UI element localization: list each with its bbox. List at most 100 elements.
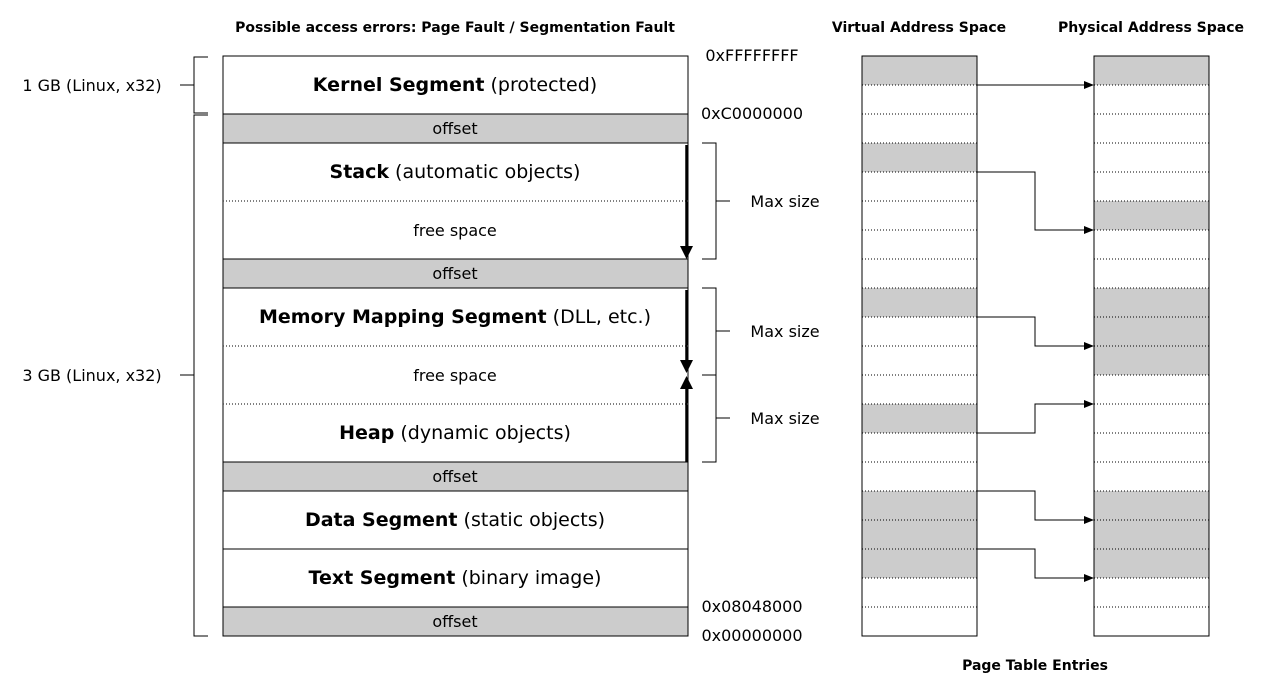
address-top: 0xFFFFFFFF bbox=[705, 46, 798, 65]
heap-growth-arrowhead bbox=[680, 376, 693, 389]
virtual-page-cell bbox=[862, 520, 977, 549]
page-mapping-arrowhead bbox=[1084, 226, 1094, 234]
mmap-max-size-label: Max size bbox=[750, 322, 819, 341]
page-mapping-line bbox=[977, 490, 1086, 521]
max-size-brackets: Max size Max size Max size bbox=[702, 142, 820, 463]
offset-label-kernel: offset bbox=[432, 119, 477, 138]
virtual-page-cell bbox=[862, 462, 977, 491]
data-segment-block bbox=[222, 490, 689, 550]
physical-page-cell bbox=[1094, 114, 1209, 143]
virtual-page-cell bbox=[862, 578, 977, 607]
page-table-entries-caption: Page Table Entries bbox=[962, 658, 1108, 674]
address-labels: 0xFFFFFFFF 0xC0000000 0x08048000 0x00000… bbox=[701, 46, 803, 645]
virtual-page-cell bbox=[862, 607, 977, 636]
kernel-segment-block bbox=[222, 55, 689, 115]
offset-block-kernel bbox=[222, 113, 689, 144]
physical-page-cell bbox=[1094, 462, 1209, 491]
free-space-label-lower: free space bbox=[413, 366, 497, 385]
physical-page-cell bbox=[1094, 172, 1209, 201]
page-mapping-arrowhead bbox=[1084, 516, 1094, 524]
stack-growth-arrowhead bbox=[680, 246, 693, 259]
page-mapping-arrows bbox=[977, 81, 1094, 582]
offset-label-stack: offset bbox=[432, 264, 477, 283]
virtual-page-cell bbox=[862, 288, 977, 317]
physical-page-cell bbox=[1094, 85, 1209, 114]
offset-block-text bbox=[222, 606, 689, 637]
virtual-page-cell bbox=[862, 143, 977, 172]
virtual-page-cell bbox=[862, 85, 977, 114]
offset-block-heap bbox=[222, 461, 689, 492]
physical-page-cell bbox=[1094, 201, 1209, 230]
kernel-size-bracket bbox=[193, 56, 208, 114]
heap-block bbox=[222, 403, 689, 463]
user-size-bracket bbox=[193, 114, 208, 637]
left-brackets: 1 GB (Linux, x32) 3 GB (Linux, x32) bbox=[22, 56, 208, 637]
virtual-page-cell bbox=[862, 491, 977, 520]
free-space-block-upper bbox=[222, 200, 689, 260]
physical-page-cell bbox=[1094, 56, 1209, 85]
access-errors-title: Possible access errors: Page Fault / Seg… bbox=[235, 20, 675, 36]
mmap-max-size-bracket bbox=[702, 287, 717, 376]
physical-page-cell bbox=[1094, 433, 1209, 462]
kernel-size-label: 1 GB (Linux, x32) bbox=[22, 76, 161, 95]
text-segment-block bbox=[222, 548, 689, 608]
heap-max-size-label: Max size bbox=[750, 409, 819, 428]
physical-page-cell bbox=[1094, 375, 1209, 404]
physical-page-cell bbox=[1094, 288, 1209, 317]
page-mapping-arrowhead bbox=[1084, 342, 1094, 350]
offset-label-heap: offset bbox=[432, 467, 477, 486]
page-mapping-arrowhead bbox=[1084, 574, 1094, 582]
virtual-page-cell bbox=[862, 259, 977, 288]
growth-arrows bbox=[680, 145, 693, 462]
virtual-page-cell bbox=[862, 114, 977, 143]
stack-max-size-bracket bbox=[702, 142, 717, 260]
free-space-label-upper: free space bbox=[413, 221, 497, 240]
physical-page-cell bbox=[1094, 549, 1209, 578]
physical-page-cell bbox=[1094, 491, 1209, 520]
physical-address-space-title: Physical Address Space bbox=[1058, 20, 1244, 36]
address-bottom: 0x00000000 bbox=[701, 626, 802, 645]
virtual-column-border bbox=[861, 55, 978, 637]
physical-address-column bbox=[1093, 55, 1210, 637]
heap-label: Heap (dynamic objects) bbox=[339, 422, 571, 444]
virtual-page-cell bbox=[862, 317, 977, 346]
mmap-growth-arrowhead bbox=[680, 360, 693, 373]
virtual-page-cell bbox=[862, 56, 977, 85]
virtual-page-cell bbox=[862, 375, 977, 404]
kernel-segment-label: Kernel Segment (protected) bbox=[313, 74, 597, 96]
page-mapping-arrowhead bbox=[1084, 400, 1094, 408]
address-text-start: 0x08048000 bbox=[701, 597, 802, 616]
virtual-page-cell bbox=[862, 230, 977, 259]
page-mapping-line bbox=[977, 316, 1086, 347]
physical-page-cell bbox=[1094, 317, 1209, 346]
virtual-page-cell bbox=[862, 201, 977, 230]
physical-page-cell bbox=[1094, 230, 1209, 259]
virtual-page-cell bbox=[862, 172, 977, 201]
offset-label-text: offset bbox=[432, 612, 477, 631]
physical-page-cell bbox=[1094, 578, 1209, 607]
stack-max-size-label: Max size bbox=[750, 192, 819, 211]
stack-block bbox=[222, 142, 689, 202]
stack-label: Stack (automatic objects) bbox=[330, 161, 581, 183]
physical-page-cell bbox=[1094, 520, 1209, 549]
heap-max-size-bracket bbox=[702, 374, 717, 463]
virtual-page-cell bbox=[862, 404, 977, 433]
physical-page-cell bbox=[1094, 404, 1209, 433]
memory-column: Kernel Segment (protected) offset Stack … bbox=[222, 55, 689, 637]
page-mapping-line bbox=[977, 171, 1086, 231]
physical-page-cell bbox=[1094, 143, 1209, 172]
virtual-page-cell bbox=[862, 346, 977, 375]
page-mapping-line bbox=[977, 548, 1086, 579]
memory-mapping-label: Memory Mapping Segment (DLL, etc.) bbox=[259, 306, 651, 328]
text-segment-label: Text Segment (binary image) bbox=[309, 567, 602, 589]
physical-page-cell bbox=[1094, 346, 1209, 375]
physical-page-cell bbox=[1094, 607, 1209, 636]
data-segment-label: Data Segment (static objects) bbox=[305, 509, 605, 531]
address-kernel-start: 0xC0000000 bbox=[701, 104, 803, 123]
memory-mapping-block bbox=[222, 287, 689, 347]
virtual-address-space-title: Virtual Address Space bbox=[832, 20, 1006, 36]
virtual-page-cell bbox=[862, 433, 977, 462]
physical-page-cell bbox=[1094, 259, 1209, 288]
page-mapping-line bbox=[977, 403, 1086, 434]
